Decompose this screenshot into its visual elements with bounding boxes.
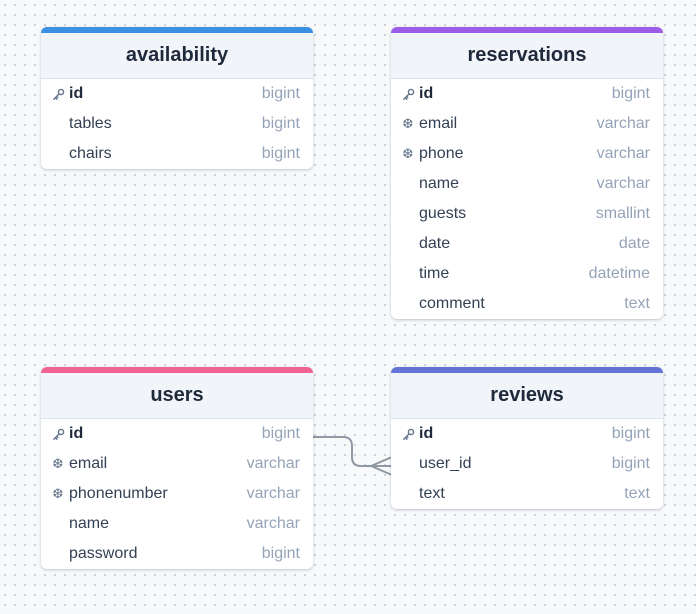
table-title[interactable]: reviews xyxy=(391,373,663,419)
column-row[interactable]: tables bigint xyxy=(41,109,313,139)
table-accent-bar xyxy=(391,367,663,373)
column-type: varchar xyxy=(596,145,650,162)
column-row[interactable]: ❆ phone varchar xyxy=(391,139,663,169)
key-icon xyxy=(401,419,415,449)
column-name: comment xyxy=(419,295,485,312)
column-name: user_id xyxy=(419,455,472,472)
table-title[interactable]: availability xyxy=(41,33,313,79)
column-row[interactable]: time datetime xyxy=(391,259,663,289)
column-row[interactable]: comment text xyxy=(391,289,663,319)
column-row[interactable]: ❆ phonenumber varchar xyxy=(41,479,313,509)
column-list: id bigint ❆ email varchar ❆ phonenumber varchar… xyxy=(41,419,313,569)
column-type: varchar xyxy=(246,515,300,532)
table-reservations[interactable]: reservations id bigint ❆ email varchar ❆ phone… xyxy=(391,27,663,319)
column-row[interactable]: guests smallint xyxy=(391,199,663,229)
column-row[interactable]: id bigint xyxy=(41,79,313,109)
column-row[interactable]: name varchar xyxy=(41,509,313,539)
column-type: bigint xyxy=(261,145,300,162)
column-name: guests xyxy=(419,205,467,222)
column-row[interactable]: ❆ email varchar xyxy=(391,109,663,139)
column-type: bigint xyxy=(611,455,650,472)
snowflake-icon: ❆ xyxy=(402,116,414,131)
snowflake-icon: ❆ xyxy=(52,486,64,501)
column-name: phone xyxy=(419,145,464,162)
column-row[interactable]: password bigint xyxy=(41,539,313,569)
table-accent-bar xyxy=(41,367,313,373)
table-accent-bar xyxy=(391,27,663,33)
column-name: id xyxy=(419,85,434,102)
table-accent-bar xyxy=(41,27,313,33)
table-title[interactable]: users xyxy=(41,373,313,419)
column-name: id xyxy=(69,425,84,442)
column-name: text xyxy=(419,485,445,502)
column-type: bigint xyxy=(261,425,300,442)
table-availability[interactable]: availability id bigint tables bigint chairs b… xyxy=(41,27,313,169)
column-name: phonenumber xyxy=(69,485,168,502)
column-name: password xyxy=(69,545,138,562)
column-type: varchar xyxy=(246,455,300,472)
column-name: date xyxy=(419,235,451,252)
column-type: bigint xyxy=(261,545,300,562)
column-row[interactable]: id bigint xyxy=(391,419,663,449)
snowflake-icon: ❆ xyxy=(402,146,414,161)
key-icon xyxy=(51,419,65,449)
column-name: time xyxy=(419,265,450,282)
column-type: varchar xyxy=(596,175,650,192)
snowflake-icon: ❆ xyxy=(52,456,64,471)
table-users[interactable]: users id bigint ❆ email varchar ❆ phonenumber v… xyxy=(41,367,313,569)
column-name: name xyxy=(419,175,460,192)
column-row[interactable]: user_id bigint xyxy=(391,449,663,479)
column-row[interactable]: name varchar xyxy=(391,169,663,199)
column-type: varchar xyxy=(596,115,650,132)
column-type: varchar xyxy=(246,485,300,502)
column-row[interactable]: ❆ email varchar xyxy=(41,449,313,479)
column-type: bigint xyxy=(611,425,650,442)
column-type: datetime xyxy=(588,265,650,282)
table-title[interactable]: reservations xyxy=(391,33,663,79)
column-type: bigint xyxy=(611,85,650,102)
key-icon xyxy=(401,79,415,109)
column-row[interactable]: text text xyxy=(391,479,663,509)
column-type: smallint xyxy=(595,205,650,222)
column-type: text xyxy=(624,295,650,312)
column-name: chairs xyxy=(69,145,112,162)
column-row[interactable]: date date xyxy=(391,229,663,259)
key-icon xyxy=(51,79,65,109)
column-row[interactable]: chairs bigint xyxy=(41,139,313,169)
column-name: id xyxy=(69,85,84,102)
relationship-line xyxy=(313,436,392,467)
column-name: id xyxy=(419,425,434,442)
column-list: id bigint tables bigint chairs bigint xyxy=(41,79,313,169)
table-reviews[interactable]: reviews id bigint user_id bigint text text xyxy=(391,367,663,509)
column-type: bigint xyxy=(261,85,300,102)
column-type: text xyxy=(624,485,650,502)
column-type: date xyxy=(618,235,650,252)
column-list: id bigint ❆ email varchar ❆ phone varchar name va… xyxy=(391,79,663,319)
column-name: tables xyxy=(69,115,112,132)
column-name: email xyxy=(69,455,108,472)
crow-foot-icon xyxy=(370,456,393,476)
column-name: name xyxy=(69,515,110,532)
column-row[interactable]: id bigint xyxy=(41,419,313,449)
column-name: email xyxy=(419,115,458,132)
column-list: id bigint user_id bigint text text xyxy=(391,419,663,509)
column-row[interactable]: id bigint xyxy=(391,79,663,109)
column-type: bigint xyxy=(261,115,300,132)
